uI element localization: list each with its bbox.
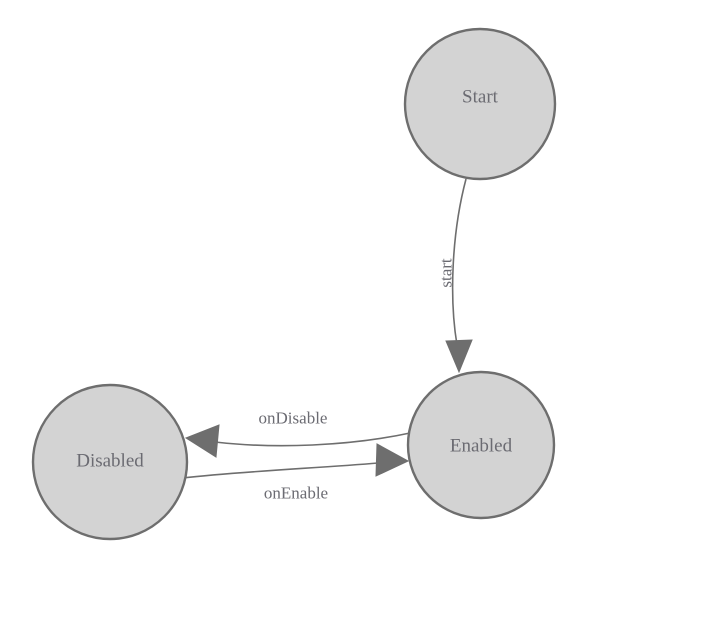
edge-enabled-to-disabled-path <box>214 432 411 447</box>
node-enabled[interactable]: Enabled <box>406 370 556 520</box>
node-start-label: Start <box>462 87 499 108</box>
edge-label-onEnable: onEnable <box>264 484 328 503</box>
edge-disabled-to-enabled-arrowhead-icon <box>375 443 410 477</box>
node-disabled-label: Disabled <box>76 451 144 472</box>
edge-disabled-to-enabled-path <box>181 462 379 479</box>
edge-disabled-to-enabled[interactable]: onEnable <box>181 443 410 503</box>
edge-enabled-to-disabled-arrowhead-icon <box>184 424 220 458</box>
edge-label-start: start <box>437 258 456 288</box>
edge-label-onDisable: onDisable <box>259 409 328 428</box>
node-disabled-circle <box>31 383 189 541</box>
node-start[interactable]: Start <box>403 27 557 181</box>
edge-start-to-enabled[interactable]: start <box>437 178 473 374</box>
edge-start-to-enabled-arrowhead-icon <box>445 339 473 374</box>
node-start-circle <box>403 27 557 181</box>
edge-enabled-to-disabled[interactable]: onDisable <box>184 409 411 458</box>
node-disabled[interactable]: Disabled <box>31 383 189 541</box>
node-enabled-label: Enabled <box>450 436 513 457</box>
edge-start-to-enabled-path <box>451 178 467 346</box>
node-enabled-circle <box>406 370 556 520</box>
